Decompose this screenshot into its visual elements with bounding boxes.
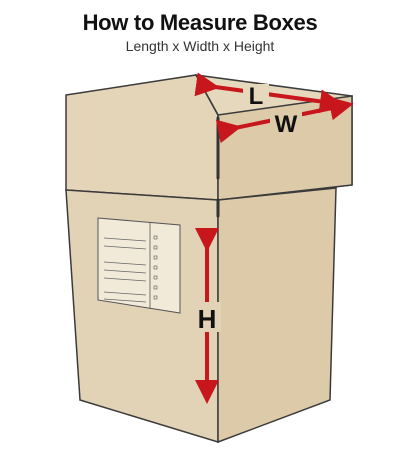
width-label: W [275, 111, 298, 138]
box-right-face [217, 187, 337, 444]
length-label: L [249, 83, 264, 110]
page-subtitle: Length x Width x Height [125, 38, 275, 54]
page-title: How to Measure Boxes [82, 10, 318, 35]
height-label: H [198, 304, 217, 334]
box-top-left-flap [65, 74, 219, 201]
shipping-label [97, 217, 181, 314]
